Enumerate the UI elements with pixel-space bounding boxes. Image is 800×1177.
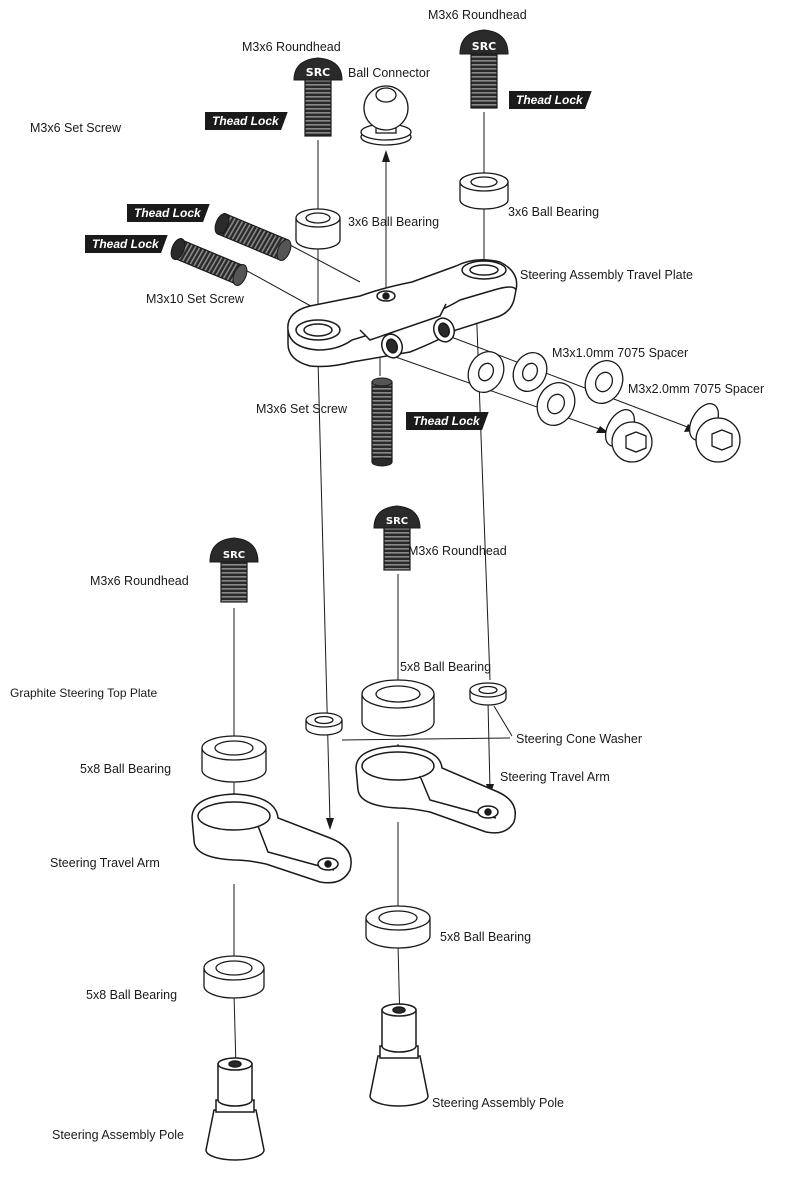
label-m3x6-roundhead-lower-left: M3x6 Roundhead [90,574,189,588]
label-m3x6-roundhead-center: M3x6 Roundhead [408,544,507,558]
label-3x6-bearing-right: 3x6 Ball Bearing [508,205,600,219]
svg-text:SRC: SRC [472,40,496,53]
steering-pole-left [205,1057,265,1161]
label-m3x6-roundhead-top-right: M3x6 Roundhead [428,8,527,22]
assembly-lines [233,112,691,1069]
bearing-5x8-center-bottom [365,905,431,949]
thread-lock-tag: Thead Lock [406,412,489,430]
bearing-3x6-left [295,208,341,250]
svg-text:SRC: SRC [306,66,330,79]
thread-lock-tag: Thead Lock [205,112,288,130]
set-screw-upper-left [214,213,292,261]
label-3x6-bearing-left: 3x6 Ball Bearing [348,215,440,229]
bearing-3x6-right [459,172,509,210]
thread-lock-tag: Thead Lock [85,235,168,253]
label-pole-left: Steering Assembly Pole [52,1128,185,1142]
svg-text:SRC: SRC [223,550,245,561]
label-spacer-2mm: M3x2.0mm 7075 Spacer [628,382,765,396]
thread-lock-tag: Thead Lock [509,91,592,109]
label-5x8-bearing-left-top: 5x8 Ball Bearing [80,762,172,776]
label-m3x6-set-screw-center: M3x6 Set Screw [256,402,348,416]
set-screw-center [371,377,393,467]
travel-plate [287,259,518,368]
ball-connector-top [360,85,412,146]
cone-washer-right [469,682,507,706]
steering-pole-right [369,1003,429,1107]
label-cone-washer: Steering Cone Washer [516,732,642,746]
cone-washer-left [305,712,343,736]
label-5x8-bearing-center-top: 5x8 Ball Bearing [400,660,492,674]
bearing-5x8-left-top [201,735,267,783]
bearing-5x8-center-top [361,679,435,737]
label-m3x6-set-screw-left: M3x6 Set Screw [30,121,122,135]
label-5x8-bearing-center-bottom: 5x8 Ball Bearing [440,930,532,944]
spacers [467,351,624,426]
roundhead-screw-center: SRC [373,505,421,571]
label-m3x6-roundhead-top-left: M3x6 Roundhead [242,40,341,54]
label-5x8-bearing-left-bottom: 5x8 Ball Bearing [86,988,178,1002]
travel-arm-left [191,793,352,884]
label-graphite-top-plate: Graphite Steering Top Plate [10,686,158,700]
label-spacer-1mm: M3x1.0mm 7075 Spacer [552,346,689,360]
roundhead-screw-lower-left: SRC [209,537,259,603]
bearing-5x8-left-bottom [203,955,265,999]
thread-lock-tag: Thead Lock [127,204,210,222]
svg-text:SRC: SRC [386,516,408,527]
roundhead-screw-top-left: SRC [293,57,343,137]
travel-arm-right [355,745,516,834]
label-travel-plate: Steering Assembly Travel Plate [520,268,693,282]
ball-connector-right-a [604,409,653,463]
ball-connector-right-b [688,403,741,463]
label-travel-arm-right: Steering Travel Arm [500,770,610,784]
label-m3x10-set-screw: M3x10 Set Screw [146,292,244,306]
roundhead-screw-top-right: SRC [459,29,509,109]
set-screw-lower-left [170,238,248,286]
label-ball-connector: Ball Connector [348,66,430,80]
label-pole-right: Steering Assembly Pole [432,1096,565,1110]
label-travel-arm-left: Steering Travel Arm [50,856,160,870]
